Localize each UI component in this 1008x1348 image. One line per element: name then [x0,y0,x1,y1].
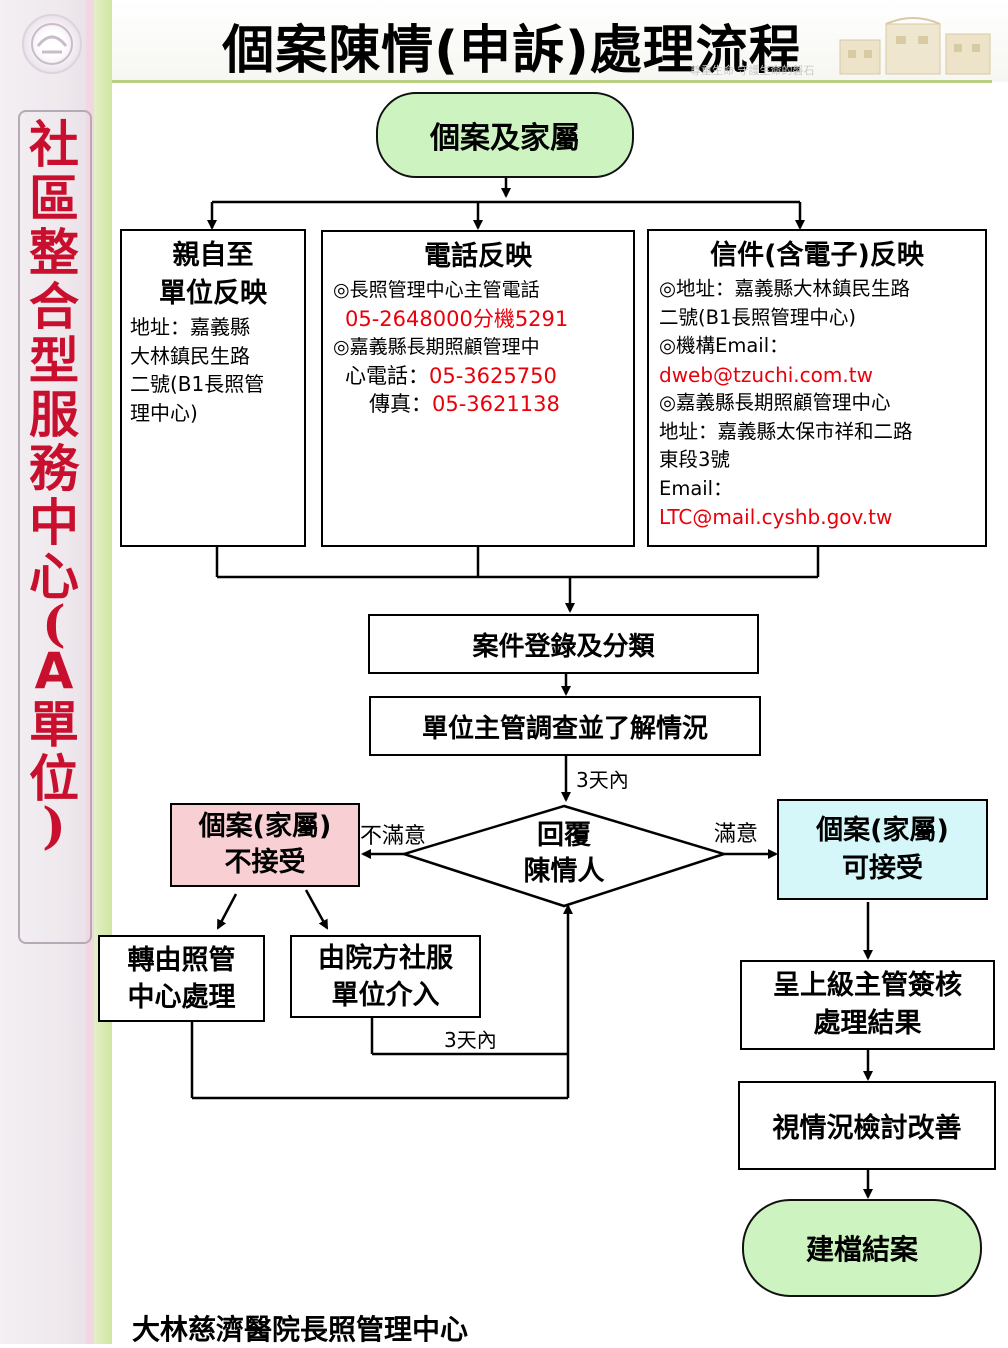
transfer-text: 轉由照管 [127,944,236,976]
review-text: 處理結果 [813,1008,922,1039]
channel-in-person-title: 單位反映 [159,278,267,309]
start-node-label: 個案及家屬 [430,121,580,156]
accept-box: 個案(家屬) 可接受 [777,799,988,900]
sidebar-char: 合 [29,277,79,336]
transfer-text: 中心處理 [127,981,236,1013]
email-link: dweb@tzuchi.com.tw [659,362,873,387]
end-node-label: 建檔結案 [805,1233,918,1266]
sidebar-char: 服 [29,385,79,444]
page-title: 個案陳情(申訴)處理流程 [222,21,802,81]
channel-phone-text: ◎嘉義縣長期照顧管理中 [333,336,540,358]
sidebar-char: 單 [29,695,79,754]
sidebar-char: 整 [29,223,79,282]
social-service-text: 由院方社服 [318,942,453,974]
transfer-box: 轉由照管 中心處理 [98,935,265,1022]
channel-mail-title: 信件(含電子)反映 [710,240,924,271]
decision-label: 回覆 陳情人 [484,814,644,894]
register-box: 案件登錄及分類 [368,614,759,674]
social-service-text: 單位介入 [331,979,440,1011]
sidebar-title: 社 區 整 合 型 服 務 中 心 ( A 單 位 ) [22,115,86,855]
channel-phone-text: 心電話： [345,363,429,388]
decision-text: 陳情人 [523,856,605,887]
channel-in-person-title: 親自至 [172,240,254,271]
sidebar-char: ( [42,594,66,653]
start-node: 個案及家屬 [376,92,634,178]
sidebar-char: 務 [29,439,79,498]
channel-mail-text: ◎地址：嘉義縣大林鎮民生路 [659,277,911,300]
channel-mail-box: 信件(含電子)反映 ◎地址：嘉義縣大林鎮民生路 二號(B1長照管理中心) ◎機構… [647,229,987,547]
sidebar-char: 型 [29,331,79,390]
channel-mail-text: 二號(B1長照管理中心) [659,305,856,329]
sidebar-char: A [34,642,74,700]
channel-mail-text: Email： [659,476,733,500]
channel-mail-text: ◎嘉義縣長期照顧管理中心 [659,391,891,414]
investigate-box: 單位主管調查並了解情況 [369,696,761,756]
time-limit-label: 3天內 [576,768,629,792]
time-limit-label: 3天內 [444,1028,497,1052]
phone-number: 05-2648000分機5291 [345,306,569,331]
satisfied-label: 滿意 [714,822,759,847]
sidebar-char: 位 [29,749,79,808]
email-link: LTC@mail.cyshb.gov.tw [659,505,893,529]
register-label: 案件登錄及分類 [472,631,655,662]
channel-in-person-text: 二號(B1長照管 [130,372,265,396]
channel-phone-title: 電話反映 [424,241,532,272]
footer-org-name: 大林慈濟醫院長照管理中心 [132,1313,469,1346]
channel-phone-text: ◎長照管理中心主管電話 [333,279,540,301]
review-text: 呈上級主管簽核 [773,970,962,1001]
investigate-label: 單位主管調查並了解情況 [421,713,708,744]
hospital-logo-icon [22,14,82,74]
sidebar-char: 社 [29,115,79,174]
sidebar-char: ) [42,796,66,855]
accept-text: 個案(家屬) [816,814,949,846]
channel-in-person-text: 理中心) [130,400,198,425]
sidebar-char: 區 [29,169,79,228]
fax-number: 05-3621138 [432,392,560,416]
channel-phone-box: 電話反映 ◎長照管理中心主管電話 05-2648000分機5291 ◎嘉義縣長期… [321,230,635,547]
header-watermark: 尊重生命 守護生命的磐石 [690,64,815,77]
sidebar-char: 心 [29,547,79,606]
review-box: 呈上級主管簽核 處理結果 [740,960,995,1050]
reject-box: 個案(家屬) 不接受 [170,803,360,887]
channel-mail-text: 地址：嘉義縣太保市祥和二路 [659,419,913,443]
channel-mail-text: 東段3號 [659,448,730,471]
social-service-box: 由院方社服 單位介入 [290,935,481,1018]
end-node: 建檔結案 [742,1199,982,1297]
channel-in-person-box: 親自至 單位反映 地址：嘉義縣 大林鎮民生路 二號(B1長照管 理中心) [120,229,306,547]
channel-in-person-text: 地址：嘉義縣 [130,315,250,339]
channel-in-person-text: 大林鎮民生路 [130,343,250,368]
channel-mail-text: ◎機構Email： [659,334,789,357]
decision-diamond [399,804,729,908]
decision-text: 回覆 [537,820,591,851]
improve-box: 視情況檢討改善 [738,1081,996,1170]
unsatisfied-label: 不滿意 [360,824,427,849]
sidebar-title-frame [18,110,92,944]
improve-text: 視情況檢討改善 [772,1113,962,1144]
reject-text: 不接受 [224,847,306,878]
phone-number: 05-3625750 [429,363,557,388]
hospital-building-icon [839,17,991,75]
accept-text: 可接受 [842,852,923,884]
sidebar-char: 中 [29,493,79,552]
reject-text: 個案(家屬) [198,811,332,842]
header-divider [112,80,992,83]
channel-phone-text: 傳真： [369,392,432,416]
